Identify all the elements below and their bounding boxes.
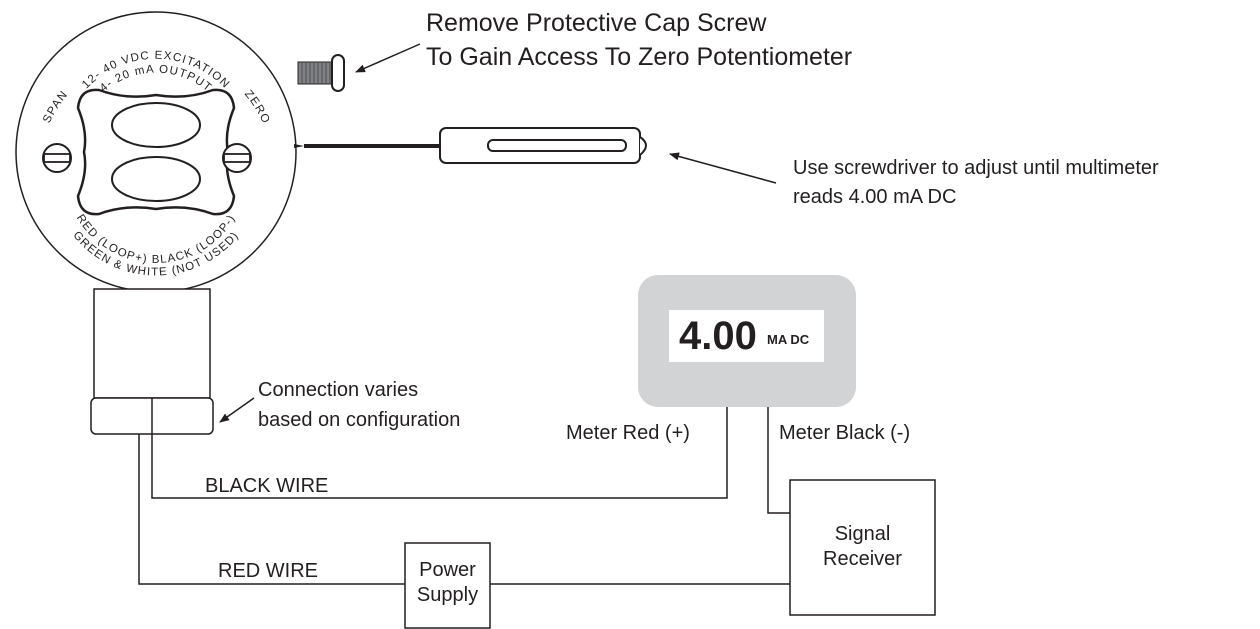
- power-supply-line1: Power: [419, 559, 476, 581]
- screwdriver-callout-line2: reads 4.00 mA DC: [793, 186, 957, 208]
- cap-screw-callout-line1: Remove Protective Cap Screw: [426, 9, 767, 37]
- meter-black-wire: [767, 407, 790, 514]
- power-supply-line2: Supply: [416, 584, 479, 606]
- signal-receiver-box: [789, 479, 936, 616]
- transmitter-neck: [90, 288, 214, 435]
- red-wire: [138, 434, 405, 585]
- connection-callout-line1: Connection varies: [258, 379, 419, 401]
- power-supply-box: [404, 542, 491, 629]
- zero-potentiometer-icon: [222, 143, 252, 173]
- wiring: [138, 407, 790, 585]
- power-supply-label: Power Supply: [405, 558, 490, 608]
- meter-reading-unit: MA DC: [767, 332, 810, 347]
- connection-callout-line2: based on configuration: [258, 409, 461, 431]
- screwdriver-arrow: [669, 152, 777, 184]
- black-wire-label: BLACK WIRE: [205, 475, 329, 497]
- transmitter-head: 12- 40 VDC EXCITATION 4- 20 mA OUTPUT SP…: [15, 11, 297, 293]
- cap-screw-callout-line2: To Gain Access To Zero Potentiometer: [426, 43, 853, 71]
- signal-receiver-label: Signal Receiver: [790, 522, 935, 572]
- screwdriver-icon: [294, 127, 647, 164]
- span-potentiometer-icon: [42, 143, 72, 173]
- multimeter-display: 4.00 MA DC: [669, 310, 824, 362]
- connection-arrow: [219, 397, 255, 423]
- cap-screw-icon: [297, 54, 345, 92]
- screwdriver-callout-line1: Use screwdriver to adjust until multimet…: [793, 157, 1159, 179]
- black-wire: [151, 407, 728, 499]
- meter-red-lead-label: Meter Red (+): [566, 422, 690, 444]
- meter-reading-value: 4.00: [679, 314, 757, 358]
- red-wire-label: RED WIRE: [218, 560, 318, 582]
- cap-screw-arrow: [355, 43, 421, 73]
- meter-black-lead-label: Meter Black (-): [779, 422, 911, 444]
- signal-receiver-line2: Receiver: [823, 548, 902, 570]
- signal-receiver-line1: Signal: [834, 523, 891, 545]
